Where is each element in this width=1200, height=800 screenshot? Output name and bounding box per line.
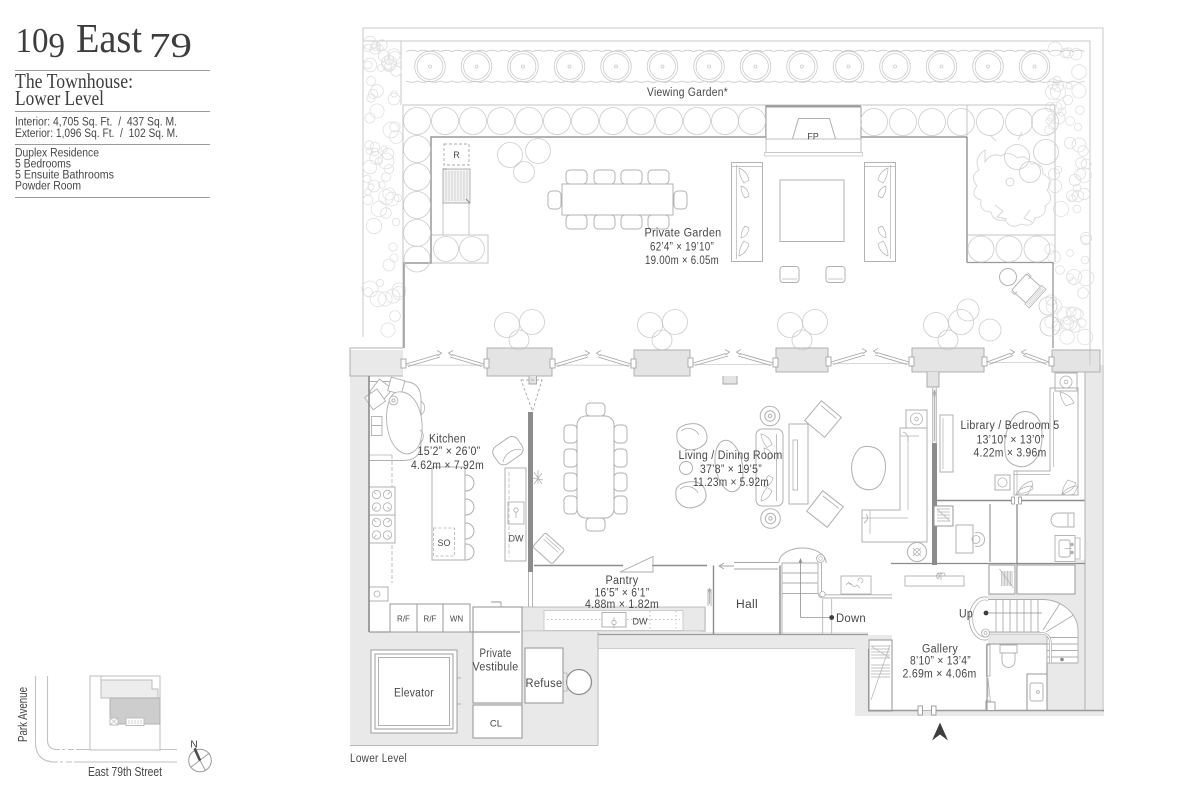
svg-text:CL: CL — [490, 719, 502, 730]
svg-text:East: East — [76, 15, 142, 61]
svg-text:Duplex Residence: Duplex Residence — [15, 148, 99, 160]
svg-text:SO: SO — [437, 538, 450, 548]
svg-text:8’10” × 13’4”: 8’10” × 13’4” — [910, 656, 971, 668]
svg-text:DW: DW — [633, 617, 648, 627]
svg-text:The Townhouse:: The Townhouse: — [15, 69, 133, 93]
svg-text:Down: Down — [836, 613, 866, 625]
svg-text:109: 109 — [16, 21, 66, 65]
svg-text:Powder Room: Powder Room — [15, 181, 81, 193]
svg-text:Refuse: Refuse — [526, 678, 563, 690]
svg-text:Living / Dining Room: Living / Dining Room — [679, 450, 783, 462]
svg-text:4.22m × 3.96m: 4.22m × 3.96m — [974, 448, 1047, 460]
svg-text:Private Garden: Private Garden — [645, 228, 722, 240]
svg-text:Elevator: Elevator — [394, 688, 434, 700]
svg-text:Hall: Hall — [736, 599, 758, 611]
svg-text:WN: WN — [450, 615, 464, 624]
svg-text:Lower Level: Lower Level — [350, 753, 407, 765]
svg-text:DW: DW — [509, 534, 524, 544]
svg-text:5 Ensuite Bathrooms: 5 Ensuite Bathrooms — [15, 170, 114, 182]
svg-text:Library / Bedroom 5: Library / Bedroom 5 — [961, 420, 1060, 432]
svg-text:East 79th Street: East 79th Street — [88, 765, 162, 779]
svg-text:Private: Private — [480, 648, 512, 660]
svg-text:37’8” × 19’5”: 37’8” × 19’5” — [700, 464, 762, 476]
svg-text:Park Avenue: Park Avenue — [16, 687, 30, 742]
svg-text:Interior: 4,705 Sq. Ft. / 43: Interior: 4,705 Sq. Ft. / 437 Sq. M. — [15, 117, 177, 129]
svg-text:5 Bedrooms: 5 Bedrooms — [15, 159, 71, 171]
svg-text:FP: FP — [807, 132, 819, 142]
svg-text:2.69m × 4.06m: 2.69m × 4.06m — [903, 669, 977, 681]
svg-text:79: 79 — [149, 26, 192, 65]
svg-text:Exterior: 1,096 Sq. Ft. / 10: Exterior: 1,096 Sq. Ft. / 102 Sq. M. — [15, 128, 178, 140]
svg-text:4.88m × 1.82m: 4.88m × 1.82m — [585, 599, 659, 611]
svg-text:R/F: R/F — [397, 615, 410, 624]
svg-text:Up: Up — [959, 609, 973, 621]
svg-text:Viewing Garden*: Viewing Garden* — [647, 87, 728, 99]
svg-text:15’2” × 26’0”: 15’2” × 26’0” — [418, 446, 481, 458]
svg-text:11.23m × 5.92m: 11.23m × 5.92m — [693, 477, 769, 489]
svg-text:Gallery: Gallery — [922, 644, 958, 656]
svg-text:13’10” × 13’0”: 13’10” × 13’0” — [977, 435, 1045, 447]
svg-text:19.00m × 6.05m: 19.00m × 6.05m — [645, 255, 719, 267]
svg-text:R/F: R/F — [424, 615, 437, 624]
svg-text:Pantry: Pantry — [606, 575, 639, 587]
svg-text:62’4” × 19’10”: 62’4” × 19’10” — [650, 242, 714, 254]
svg-text:R: R — [453, 150, 460, 160]
svg-text:Kitchen: Kitchen — [429, 434, 466, 446]
svg-text:Lower Level: Lower Level — [15, 86, 104, 110]
svg-text:N: N — [190, 739, 198, 751]
svg-text:16’5” × 6’1”: 16’5” × 6’1” — [595, 588, 650, 600]
svg-text:4.62m × 7.92m: 4.62m × 7.92m — [411, 460, 484, 472]
svg-text:Vestibule: Vestibule — [473, 662, 519, 674]
